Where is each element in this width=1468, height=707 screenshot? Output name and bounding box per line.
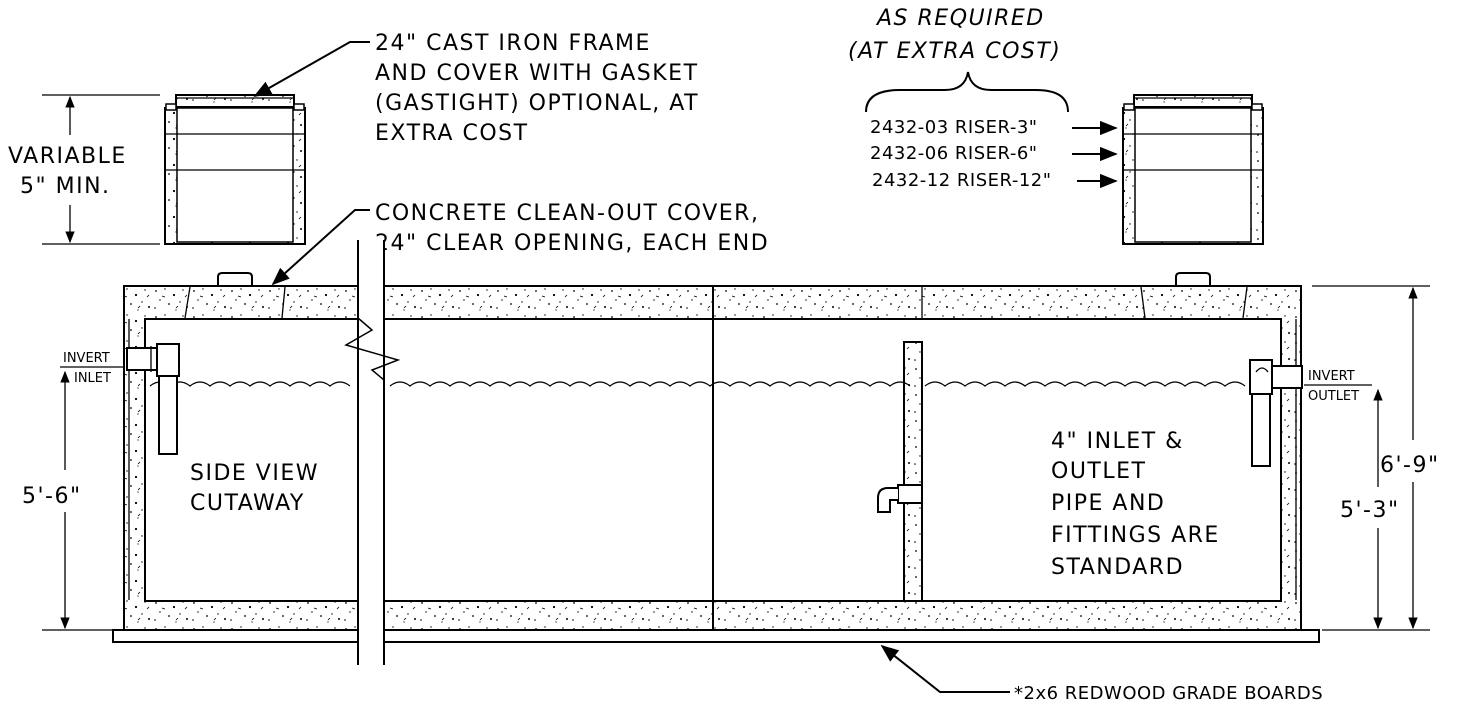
outlet-tee bbox=[1249, 359, 1303, 467]
inlet-tee bbox=[126, 343, 180, 455]
tank-body bbox=[112, 240, 1320, 670]
frame-cover-line-4: EXTRA COST bbox=[375, 121, 529, 146]
riser-3: 2432-03 RISER-3" bbox=[870, 117, 1038, 138]
frame-cover-callout: 24" CAST IRON FRAME AND COVER WITH GASKE… bbox=[253, 31, 699, 146]
side-view-line-1: SIDE VIEW bbox=[190, 461, 319, 486]
left-riser-detail bbox=[164, 94, 306, 245]
grade-board bbox=[112, 629, 1320, 643]
riser-12: 2432-12 RISER-12" bbox=[872, 170, 1052, 191]
cleanout-callout: CONCRETE CLEAN-OUT COVER, 24" CLEAR OPEN… bbox=[271, 201, 769, 286]
pipe-note-line-3: PIPE AND bbox=[1051, 491, 1165, 516]
cleanout-line-2: 24" CLEAR OPENING, EACH END bbox=[375, 231, 769, 256]
invert-inlet-label: INVERT INLET bbox=[60, 351, 124, 386]
variable-dimension: VARIABLE 5" MIN. bbox=[8, 94, 160, 245]
as-required-line-1: AS REQUIRED bbox=[875, 6, 1045, 31]
riser-6: 2432-06 RISER-6" bbox=[870, 143, 1038, 164]
as-required-line-2: (AT EXTRA COST) bbox=[848, 39, 1061, 64]
cleanout-line-1: CONCRETE CLEAN-OUT COVER, bbox=[375, 201, 759, 226]
variable-label-2: 5" MIN. bbox=[20, 174, 111, 199]
dim-5-6: 5'-6" bbox=[22, 484, 82, 509]
invert-outlet-text-1: INVERT bbox=[1308, 369, 1355, 384]
riser-brace bbox=[865, 71, 1069, 113]
pipe-note: 4" INLET & OUTLET PIPE AND FITTINGS ARE … bbox=[1051, 429, 1220, 580]
water-line bbox=[149, 381, 1246, 387]
pipe-note-line-1: 4" INLET & bbox=[1051, 429, 1184, 454]
side-view-label: SIDE VIEW CUTAWAY bbox=[190, 461, 319, 516]
right-riser-detail bbox=[1122, 94, 1264, 245]
grade-boards-callout: *2x6 REDWOOD GRADE BOARDS bbox=[880, 644, 1323, 704]
invert-outlet-label: INVERT OUTLET bbox=[1304, 369, 1372, 404]
side-view-line-2: CUTAWAY bbox=[190, 491, 305, 516]
dim-5-3: 5'-3" bbox=[1340, 498, 1400, 523]
riser-callouts: AS REQUIRED (AT EXTRA COST) 2432-03 RISE… bbox=[848, 6, 1118, 191]
invert-inlet-text-1: INVERT bbox=[63, 351, 110, 366]
pipe-note-line-5: STANDARD bbox=[1051, 555, 1184, 580]
dimension-left: 5'-6" bbox=[22, 370, 112, 631]
frame-cover-line-3: (GASTIGHT) OPTIONAL, AT bbox=[375, 91, 699, 116]
pipe-note-line-4: FITTINGS ARE bbox=[1051, 523, 1220, 548]
frame-cover-line-2: AND COVER WITH GASKET bbox=[375, 61, 699, 86]
frame-cover-line-1: 24" CAST IRON FRAME bbox=[375, 31, 651, 56]
variable-label-1: VARIABLE bbox=[8, 144, 127, 169]
dim-6-9: 6'-9" bbox=[1380, 453, 1440, 478]
baffle-elbow bbox=[877, 484, 923, 513]
invert-inlet-text-2: INLET bbox=[74, 371, 111, 386]
grade-boards-label: *2x6 REDWOOD GRADE BOARDS bbox=[1014, 683, 1323, 704]
invert-outlet-text-2: OUTLET bbox=[1308, 389, 1359, 404]
dimension-right: 6'-9" 5'-3" bbox=[1312, 285, 1440, 631]
pipe-note-line-2: OUTLET bbox=[1051, 459, 1146, 484]
